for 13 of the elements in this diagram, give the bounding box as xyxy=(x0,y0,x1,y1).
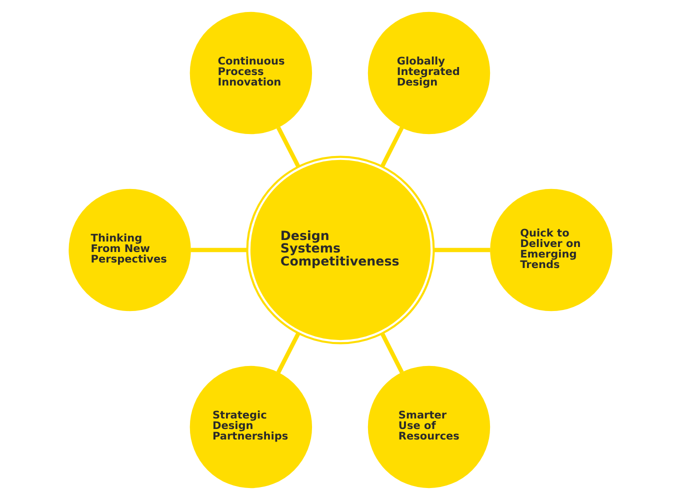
connector xyxy=(276,332,300,374)
connector xyxy=(276,126,300,168)
node-circle: Quick to Deliver on Emerging Trends xyxy=(490,188,612,312)
node-circle: Smarter Use of Resources xyxy=(367,366,490,488)
node-circle: Globally Integrated Design xyxy=(367,12,490,134)
connector xyxy=(380,332,404,374)
connector xyxy=(380,126,404,168)
connector xyxy=(433,248,490,252)
node-circle: Thinking From New Perspectives xyxy=(68,188,190,312)
node-circle: Strategic Design Partnerships xyxy=(189,366,312,488)
node-circle: Continuous Process Innovation xyxy=(189,12,312,134)
connector xyxy=(190,248,247,252)
node-circle: Design Systems Competitiveness xyxy=(246,156,434,344)
